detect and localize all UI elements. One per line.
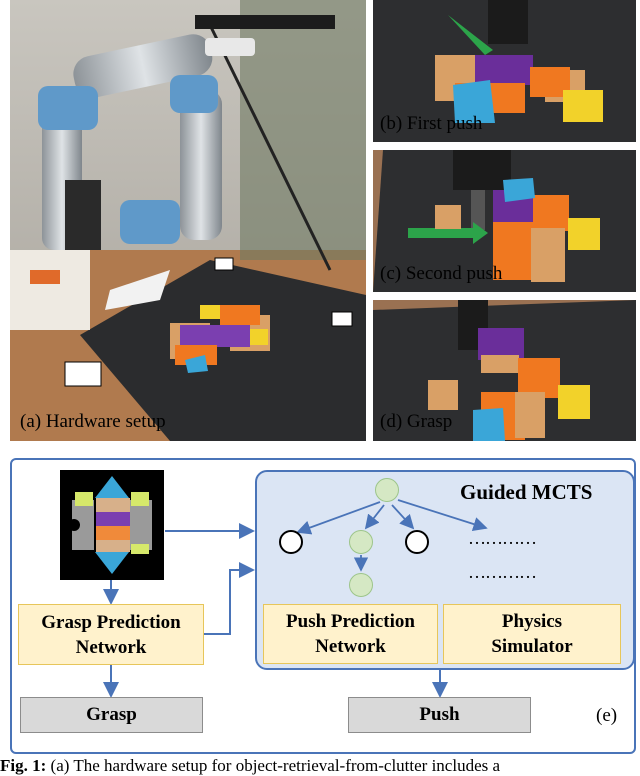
- grasp-net-line1: Grasp Prediction: [41, 611, 181, 633]
- caption-prefix: Fig. 1:: [0, 756, 47, 775]
- grasp-net-line2: Network: [75, 636, 147, 658]
- tree-root-node: [375, 478, 399, 502]
- push-net-line2: Network: [315, 636, 386, 657]
- grasp-output-box: Grasp: [20, 697, 203, 733]
- push-output-box: Push: [348, 697, 531, 733]
- figure-caption: Fig. 1: (a) The hardware setup for objec…: [0, 756, 500, 776]
- sim-line1: Physics: [501, 611, 563, 632]
- panel-d-caption: (d) Grasp: [380, 411, 453, 432]
- grasp-photo: [373, 300, 636, 441]
- tree-ellipsis-2: …………: [468, 562, 537, 582]
- caption-text: (a) The hardware setup for object-retrie…: [50, 756, 501, 775]
- tree-node-unexpanded: [405, 530, 429, 554]
- tree-node-selected: [349, 530, 373, 554]
- panel-c-caption: (c) Second push: [380, 263, 503, 284]
- tree-ellipsis-1: …………: [468, 528, 537, 548]
- sim-line2: Simulator: [491, 636, 573, 657]
- panel-b-caption: (b) First push: [380, 113, 483, 134]
- panel-a-caption: (a) Hardware setup: [20, 411, 166, 432]
- tree-node-unexpanded: [279, 530, 303, 554]
- mcts-title: Guided MCTS: [460, 480, 593, 504]
- push-net-line1: Push Prediction: [286, 611, 415, 632]
- first-push-photo: [373, 0, 636, 142]
- second-push-photo: [373, 150, 636, 292]
- hardware-setup-photo: [10, 0, 366, 441]
- panel-e-label: (e): [596, 705, 618, 726]
- tree-node-child: [349, 573, 373, 597]
- input-image-thumbnail: [60, 470, 164, 580]
